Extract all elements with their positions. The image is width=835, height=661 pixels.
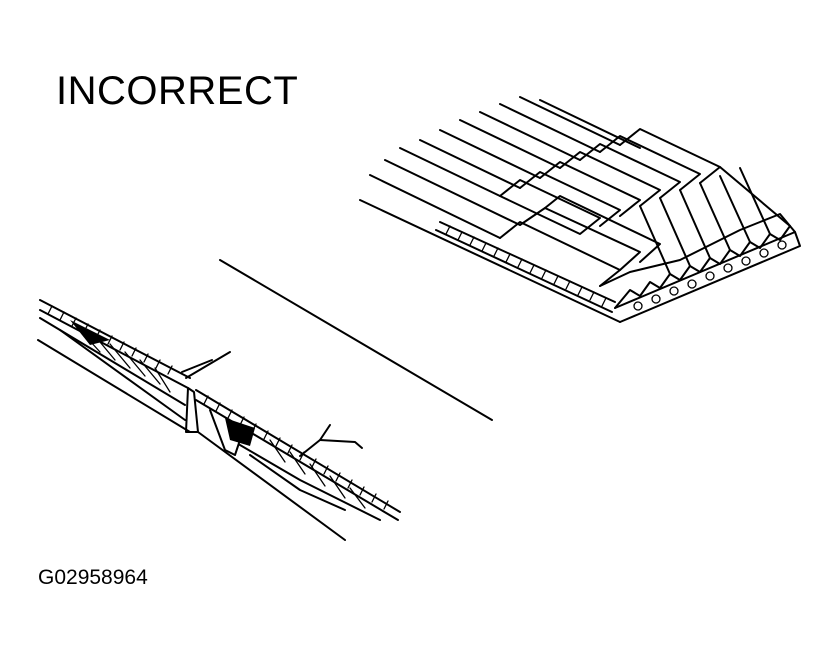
cord-ends bbox=[633, 240, 787, 311]
diagram-title: INCORRECT bbox=[56, 69, 299, 113]
belt-edge-line bbox=[219, 259, 493, 421]
belt-separated-ribs bbox=[359, 96, 801, 323]
belt-cracked-cross-section bbox=[37, 299, 401, 541]
figure-id: G02958964 bbox=[38, 566, 148, 589]
